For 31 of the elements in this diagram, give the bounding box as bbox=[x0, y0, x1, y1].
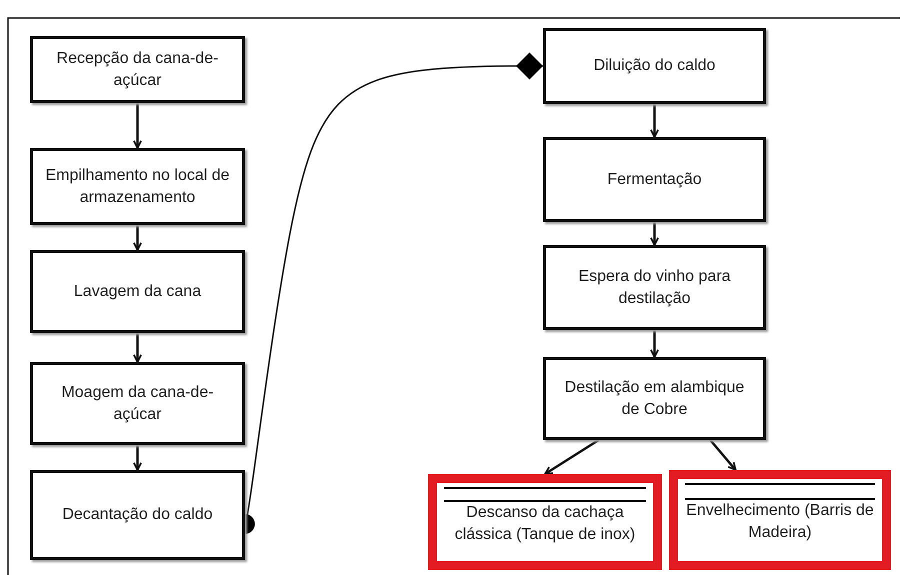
arrow bbox=[133, 225, 142, 251]
process-box bbox=[543, 245, 766, 330]
step-label: Decantação do caldo bbox=[62, 505, 213, 526]
step-label: Envelhecimento (Barris de Madeira) bbox=[685, 498, 875, 544]
step-label: Moagem da cana-de-açúcar bbox=[60, 382, 215, 424]
arrow bbox=[133, 445, 142, 471]
process-box bbox=[428, 474, 662, 570]
arrow bbox=[709, 439, 737, 471]
process-box bbox=[30, 470, 245, 560]
step-label: Lavagem da cana bbox=[74, 282, 202, 302]
process-box bbox=[30, 250, 245, 333]
arrow bbox=[650, 330, 659, 358]
process-box bbox=[669, 470, 891, 570]
process-box bbox=[30, 36, 245, 103]
arrow bbox=[650, 104, 659, 138]
process-box bbox=[543, 357, 766, 440]
step-label: Destilação em alambique de Cobre bbox=[564, 378, 746, 420]
process-box bbox=[543, 28, 766, 104]
step-label: Recepção da cana-de-açúcar bbox=[56, 48, 220, 90]
step-label: Espera do vinho para destilação bbox=[577, 266, 732, 308]
step-label: Descanso da cachaça clássica (Tanque de inox) bbox=[444, 500, 646, 546]
step-label: Diluição do caldo bbox=[594, 56, 716, 76]
arrow bbox=[544, 438, 600, 476]
process-box bbox=[30, 362, 245, 445]
arrow bbox=[133, 333, 142, 363]
step-label: Empilhamento no local de armazenamento bbox=[44, 166, 231, 208]
arrow bbox=[133, 103, 142, 149]
step-label: Fermentação bbox=[607, 170, 702, 190]
process-box bbox=[30, 148, 245, 225]
process-box bbox=[543, 137, 766, 222]
arrow bbox=[650, 222, 659, 246]
